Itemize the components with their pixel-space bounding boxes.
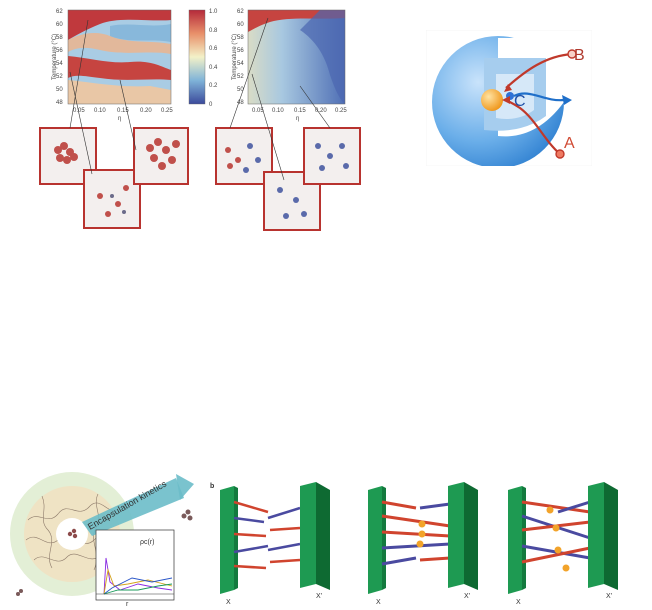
ytick: 56 — [56, 48, 63, 54]
heatmap-right — [247, 9, 346, 105]
heatmap-left-yticks: 62 60 58 56 54 52 50 48 — [56, 9, 63, 106]
xtick: 0.25 — [335, 108, 347, 114]
pillar-group-3: X X' — [508, 482, 618, 606]
ytick: 62 — [56, 9, 63, 15]
ytick: 62 — [237, 9, 244, 15]
ytick: 60 — [56, 22, 63, 28]
core-sphere — [481, 89, 503, 111]
heatmap-left-xlabel: η — [118, 116, 121, 122]
cbar-tick: 0.4 — [209, 65, 218, 71]
label-x-prime: X' — [316, 593, 322, 600]
kinetics-arrow — [82, 478, 184, 536]
ytick: 50 — [237, 87, 244, 93]
ytick: 60 — [237, 22, 244, 28]
xtick: 0.15 — [117, 108, 129, 114]
heatmap-right-yticks: 62 60 58 56 54 52 50 48 — [237, 9, 244, 106]
density-plot — [95, 529, 175, 601]
label-x: X — [516, 599, 521, 606]
zoom-panel — [83, 169, 141, 229]
label-x-prime: X' — [606, 593, 612, 600]
xtick: 0.10 — [94, 108, 106, 114]
panel-label-b: b — [210, 483, 214, 490]
xtick: 0.20 — [140, 108, 152, 114]
ytick: 48 — [56, 100, 63, 106]
cbar-tick: 0.2 — [209, 83, 218, 89]
heatmap-figure: Temperature (°C) 62 60 58 56 54 52 50 48… — [39, 9, 361, 231]
label-b: B — [574, 47, 585, 64]
colorbar-ticks: 1.0 0.8 0.6 0.4 0.2 0 — [209, 9, 218, 108]
pillars-diagram: b X X' — [210, 482, 618, 606]
label-a: A — [564, 135, 575, 152]
label-c: C — [514, 93, 526, 110]
heatmap-left-ylabel: Temperature (°C) — [52, 34, 58, 80]
heatmap-right-ylabel: Temperature (°C) — [232, 34, 238, 80]
r-axis-label: r — [126, 601, 129, 608]
arrow-blue — [513, 92, 565, 102]
arrow-b — [505, 52, 573, 89]
payload — [67, 528, 78, 539]
pillar-group-2: X X' — [368, 482, 478, 606]
ytick: 54 — [237, 61, 244, 67]
xtick: 0.25 — [161, 108, 173, 114]
xtick: 0.15 — [294, 108, 306, 114]
junction-balls — [546, 506, 570, 572]
ytick: 50 — [56, 87, 63, 93]
cbar-tick: 0 — [209, 102, 213, 108]
colorbar — [188, 9, 206, 105]
cbar-tick: 0.8 — [209, 28, 218, 34]
heatmap-left — [67, 9, 172, 105]
density-label: ρc(r) — [140, 539, 154, 546]
zoom-panel — [215, 127, 273, 185]
free-particle — [16, 589, 23, 596]
pillar-group-1: X X' — [220, 482, 330, 606]
cbar-tick: 1.0 — [209, 9, 218, 15]
ytick: 52 — [56, 74, 63, 80]
ytick: 54 — [56, 61, 63, 67]
zoom-panel — [303, 127, 361, 185]
heatmap-right-xlabel: η — [296, 116, 299, 122]
label-x: X — [226, 599, 231, 606]
encapsulation-diagram: Encapsulation kinetics ρc(r) r — [10, 472, 194, 608]
ytick: 58 — [237, 35, 244, 41]
ytick: 52 — [237, 74, 244, 80]
ytick: 56 — [237, 48, 244, 54]
free-particle — [181, 509, 193, 521]
heatmap-left-xticks: 0.05 0.10 0.15 0.20 0.25 — [73, 108, 173, 114]
label-x: X — [376, 599, 381, 606]
zoom-panel — [133, 127, 189, 185]
sphere-diagram: B A C — [426, 30, 592, 166]
ytick: 58 — [56, 35, 63, 41]
connector-lines — [69, 17, 331, 181]
heatmap-right-xticks: 0.05 0.10 0.15 0.20 0.25 — [252, 108, 347, 114]
xtick: 0.05 — [252, 108, 264, 114]
cbar-tick: 0.6 — [209, 46, 218, 52]
label-x-prime: X' — [464, 593, 470, 600]
xtick: 0.20 — [315, 108, 327, 114]
junction-balls — [416, 520, 426, 548]
ytick: 48 — [237, 100, 244, 106]
xtick: 0.10 — [272, 108, 284, 114]
xtick: 0.05 — [73, 108, 85, 114]
